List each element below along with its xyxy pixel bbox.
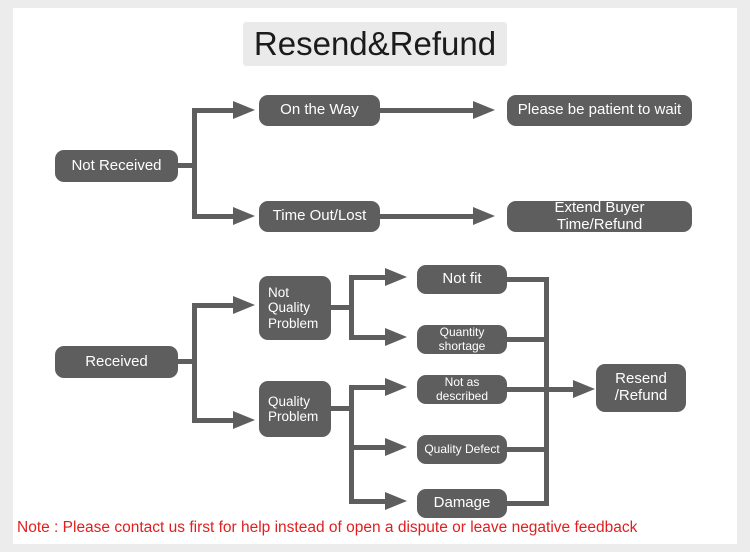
- connector-to-damage: [349, 499, 389, 504]
- node-please-be-patient[interactable]: Please be patient to wait: [507, 95, 692, 126]
- arrowhead-not-as-described: [385, 378, 407, 396]
- connector-to-not-fit: [349, 275, 389, 280]
- connector-quality-bus-lower: [349, 406, 354, 502]
- node-quality-problem[interactable]: Quality Problem: [259, 381, 331, 437]
- connector-not-quality-bus-lower: [349, 305, 354, 337]
- connector-not-received-stub: [178, 163, 197, 168]
- arrowhead-please-wait: [473, 101, 495, 119]
- connector-to-quantity-shortage: [349, 335, 389, 340]
- connector-branch-on-the-way: [192, 108, 240, 113]
- connector-not-quality-bus-upper: [349, 277, 354, 308]
- connector-on-the-way-to-wait: [380, 108, 483, 113]
- connector-branch-not-quality: [192, 303, 240, 308]
- arrowhead-on-the-way: [233, 101, 255, 119]
- arrowhead-quantity-shortage: [385, 328, 407, 346]
- node-not-received[interactable]: Not Received: [55, 150, 178, 182]
- arrowhead-extend-buyer: [473, 207, 495, 225]
- connector-merge-quantity-shortage: [507, 337, 549, 342]
- connector-not-received-bus: [192, 110, 197, 166]
- node-extend-buyer-time[interactable]: Extend Buyer Time/Refund: [507, 199, 692, 232]
- connector-merge-damage: [507, 501, 549, 506]
- connector-received-bus-upper: [192, 305, 197, 362]
- node-quantity-shortage[interactable]: Quantity shortage: [417, 325, 507, 354]
- connector-branch-time-out: [192, 214, 240, 219]
- connector-to-quality-defect: [349, 445, 389, 450]
- connector-received-bus-lower: [192, 359, 197, 423]
- arrowhead-not-quality-problem: [233, 296, 255, 314]
- arrowhead-time-out: [233, 207, 255, 225]
- note-text: Note : Please contact us first for help …: [17, 519, 638, 536]
- connector-quality-stub: [331, 406, 353, 411]
- node-time-out-lost[interactable]: Time Out/Lost: [259, 201, 380, 232]
- node-resend-refund[interactable]: Resend /Refund: [596, 364, 686, 412]
- arrowhead-quality-defect: [385, 438, 407, 456]
- connector-to-not-as-described: [349, 385, 389, 390]
- node-quality-defect[interactable]: Quality Defect: [417, 435, 507, 464]
- node-received[interactable]: Received: [55, 346, 178, 378]
- connector-time-out-to-extend: [380, 214, 483, 219]
- page-title: Resend&Refund: [243, 22, 507, 66]
- connector-not-received-bus-lower: [192, 163, 197, 219]
- node-not-quality-problem[interactable]: Not Quality Problem: [259, 276, 331, 340]
- arrowhead-resend-refund: [573, 380, 595, 398]
- connector-branch-quality: [192, 418, 240, 423]
- node-on-the-way[interactable]: On the Way: [259, 95, 380, 126]
- arrowhead-quality-problem: [233, 411, 255, 429]
- node-not-fit[interactable]: Not fit: [417, 265, 507, 294]
- node-damage[interactable]: Damage: [417, 489, 507, 518]
- connector-merge-not-fit: [507, 277, 549, 282]
- node-not-as-described[interactable]: Not as described: [417, 375, 507, 404]
- connector-merge-not-as-described: [507, 387, 549, 392]
- arrowhead-damage: [385, 492, 407, 510]
- connector-received-stub: [178, 359, 197, 364]
- connector-merge-to-resend: [544, 387, 582, 392]
- connector-quality-bus-upper: [349, 387, 354, 409]
- arrowhead-not-fit: [385, 268, 407, 286]
- connector-not-quality-stub: [331, 305, 353, 310]
- connector-merge-quality-defect: [507, 447, 549, 452]
